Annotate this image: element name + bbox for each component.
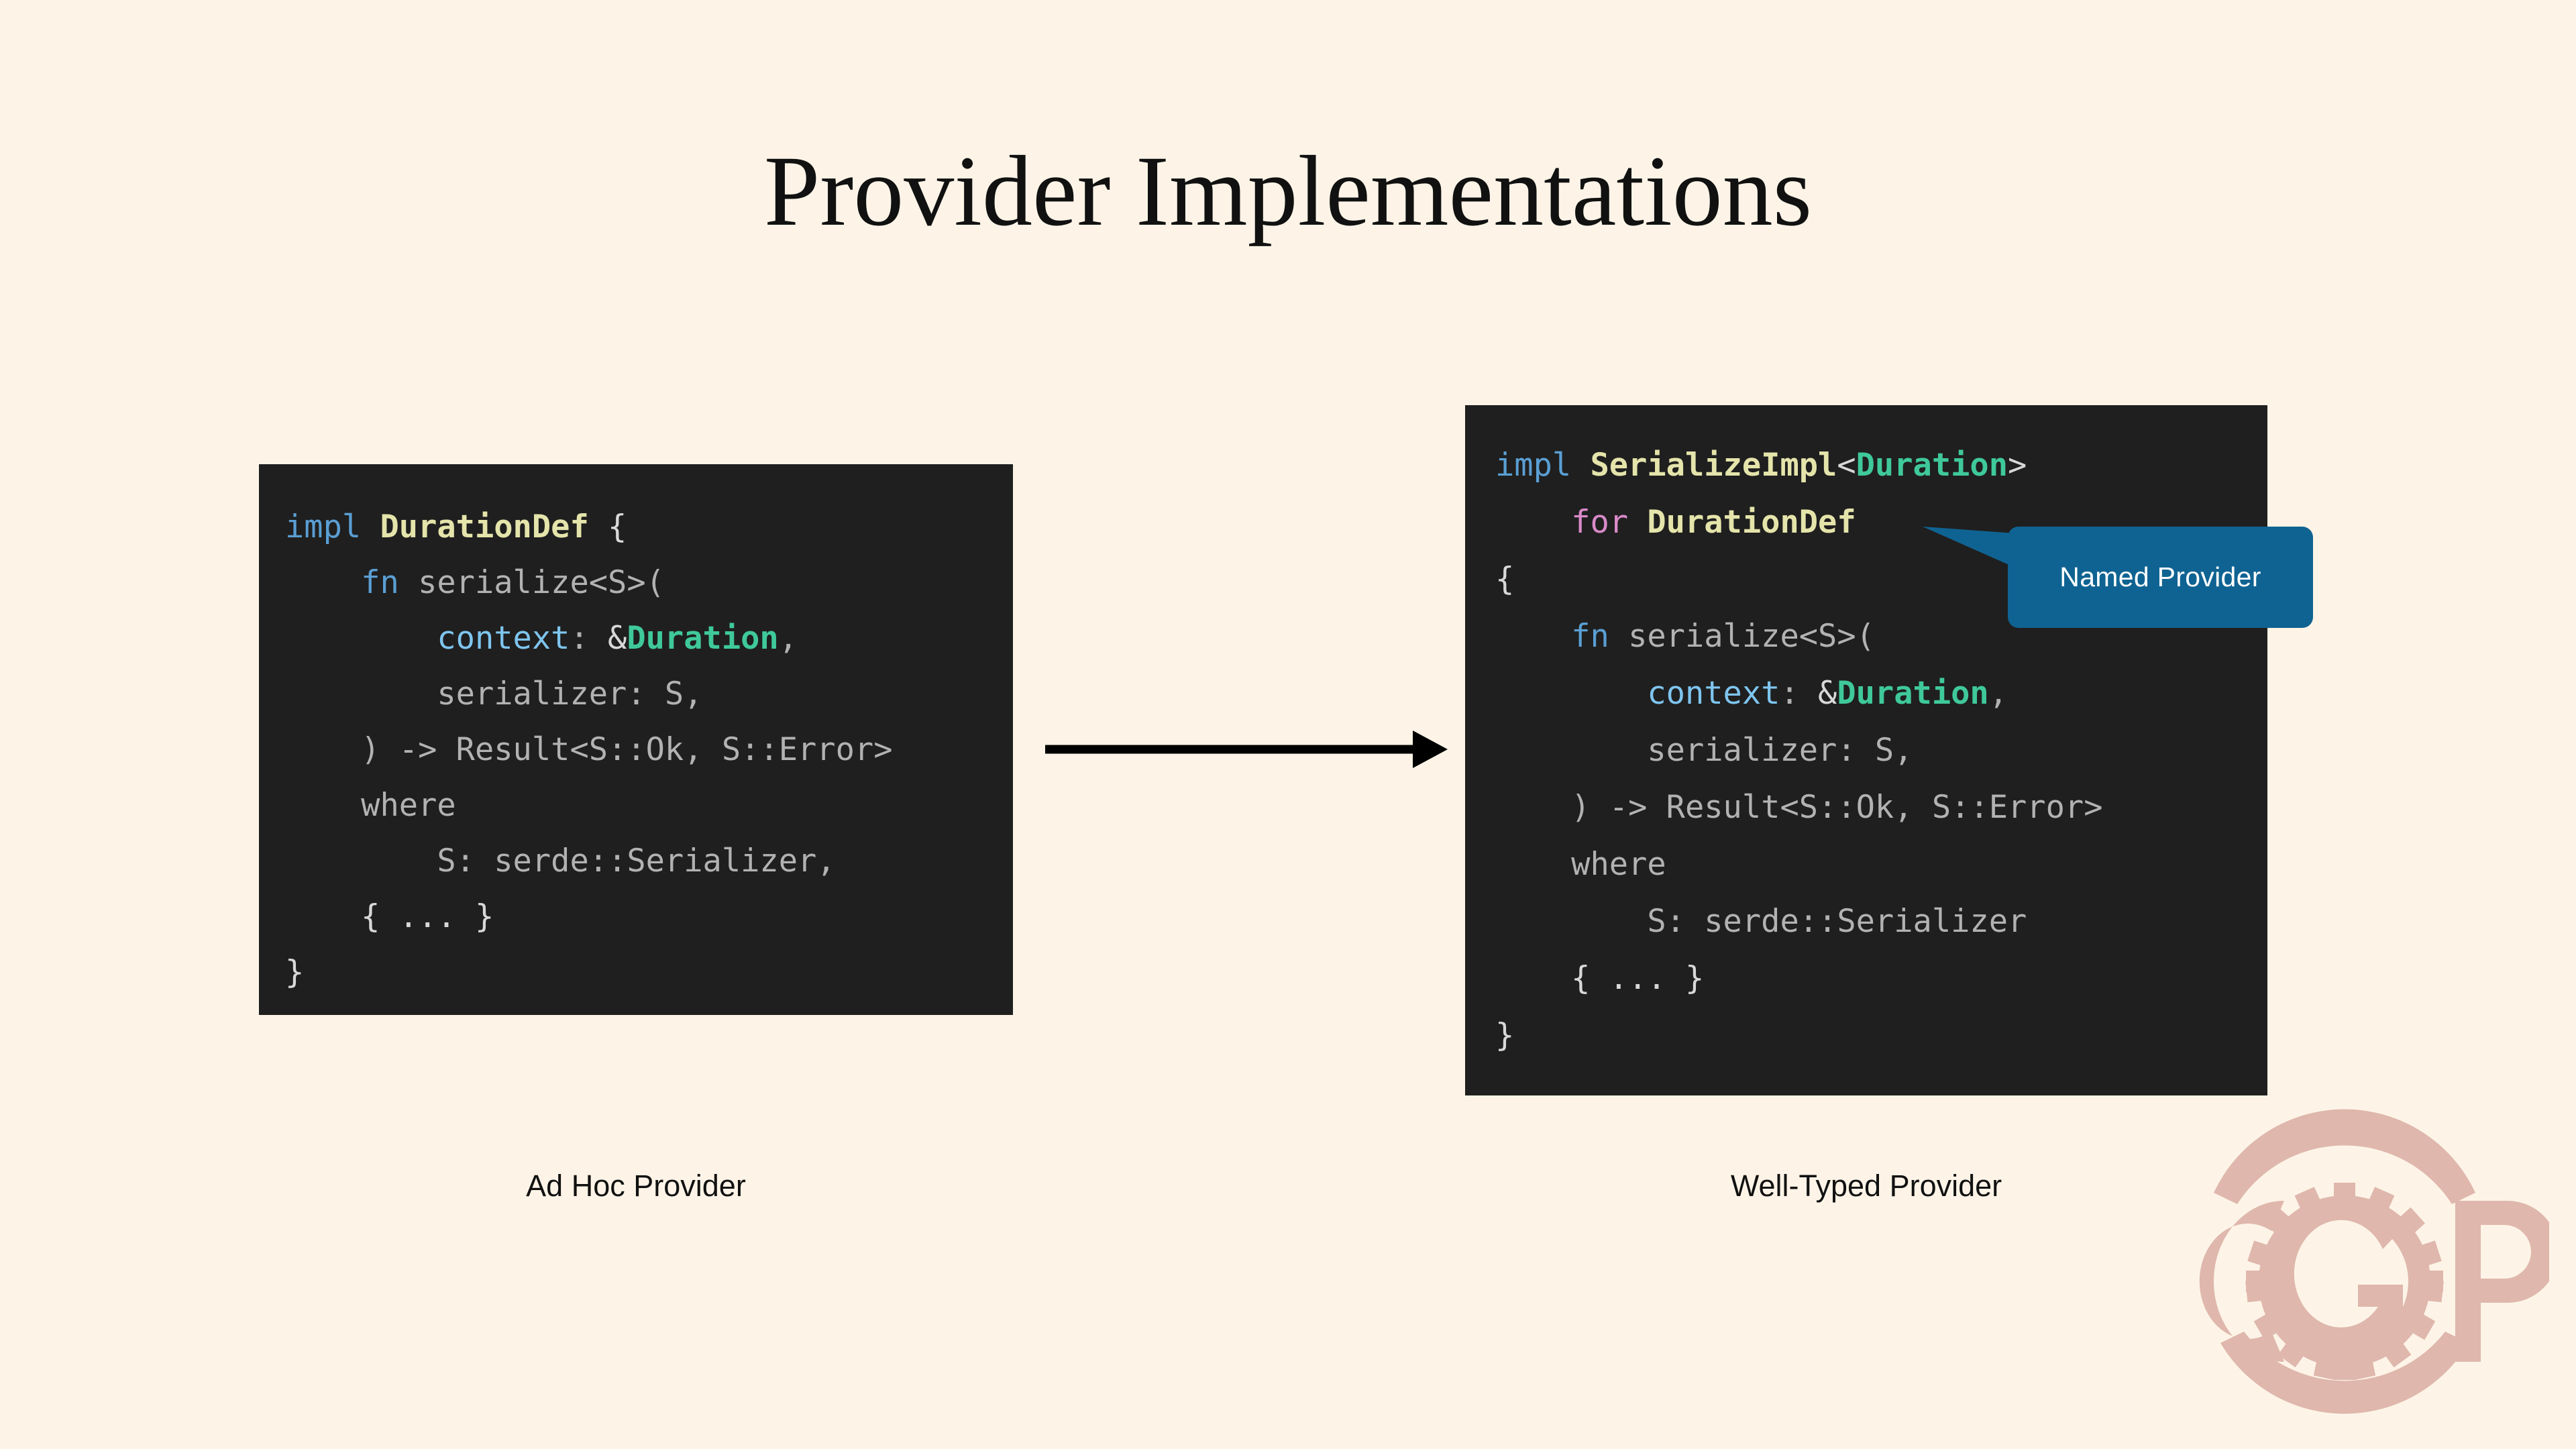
caption-ad-hoc-provider: Ad Hoc Provider xyxy=(526,1169,746,1203)
code-token xyxy=(1495,675,1647,712)
code-token: where xyxy=(1495,846,1666,883)
page-title: Provider Implementations xyxy=(763,136,1813,247)
code-token: fn xyxy=(1571,618,1609,655)
code-token: { xyxy=(588,508,627,545)
code-token: serialize<S>( xyxy=(398,564,665,601)
code-token: S: serde::Serializer, xyxy=(285,843,836,879)
code-token: impl xyxy=(285,508,380,545)
caption-well-typed-provider: Well-Typed Provider xyxy=(1730,1169,2002,1203)
well-typed-code-line: impl SerializeImpl<Duration> xyxy=(1495,437,2102,494)
code-token: , xyxy=(778,620,798,657)
well-typed-code-line: serializer: S, xyxy=(1495,722,2102,779)
code-token: & xyxy=(608,620,627,657)
ad-hoc-code-line: context: &Duration, xyxy=(285,610,892,666)
callout-tail-icon xyxy=(1923,527,2017,568)
code-token: S: serde::Serializer xyxy=(1495,903,2027,940)
cgp-gear-icon xyxy=(2199,1109,2559,1414)
code-panel-ad-hoc: impl DurationDef { fn serialize<S>( cont… xyxy=(259,464,1013,1015)
code-token: serializer: S, xyxy=(1495,732,1913,769)
code-token: & xyxy=(1818,675,1837,712)
code-token: { ... } xyxy=(285,898,494,935)
code-block-ad-hoc: impl DurationDef { fn serialize<S>( cont… xyxy=(285,499,892,1000)
code-token: } xyxy=(1495,1017,1515,1054)
code-token: for xyxy=(1571,504,1629,541)
code-token: < xyxy=(1837,447,1856,484)
code-token xyxy=(1495,504,1571,541)
ad-hoc-code-line: S: serde::Serializer, xyxy=(285,833,892,889)
well-typed-code-line: ) -> Result<S::Ok, S::Error> xyxy=(1495,779,2102,836)
ad-hoc-code-line: ) -> Result<S::Ok, S::Error> xyxy=(285,722,892,777)
code-token: , xyxy=(1988,675,2008,712)
ad-hoc-code-line: } xyxy=(285,945,892,1000)
well-typed-code-line: } xyxy=(1495,1007,2102,1064)
callout-bubble xyxy=(2008,527,2313,628)
arrow-right-icon xyxy=(1045,731,1448,768)
flow-arrow xyxy=(1045,719,1448,780)
code-token: SerializeImpl xyxy=(1590,447,1837,484)
well-typed-code-line: { xyxy=(1495,551,2102,608)
well-typed-code-line: { ... } xyxy=(1495,950,2102,1007)
code-token xyxy=(1628,504,1647,541)
code-token: ) -> Result<S::Ok, S::Error> xyxy=(1495,789,2103,826)
code-token: > xyxy=(2008,447,2027,484)
code-token: impl xyxy=(1495,447,1591,484)
code-token: serializer: S, xyxy=(285,676,703,712)
code-token: : xyxy=(1780,675,1819,712)
code-token xyxy=(285,620,437,657)
code-block-well-typed: impl SerializeImpl<Duration> for Duratio… xyxy=(1495,437,2102,1064)
code-token: DurationDef xyxy=(1647,504,1856,541)
well-typed-code-line: context: &Duration, xyxy=(1495,665,2102,722)
code-token: context xyxy=(437,620,570,657)
ad-hoc-code-line: { ... } xyxy=(285,889,892,945)
code-token: Duration xyxy=(627,620,779,657)
code-token: fn xyxy=(361,564,399,601)
code-token: where xyxy=(285,787,456,824)
code-token: : xyxy=(570,620,608,657)
code-token: Duration xyxy=(1837,675,1989,712)
code-token: { xyxy=(1495,561,1515,598)
cgp-logo-watermark xyxy=(2140,1093,2559,1429)
well-typed-code-line: fn serialize<S>( xyxy=(1495,608,2102,665)
ad-hoc-code-line: where xyxy=(285,777,892,833)
well-typed-code-line: S: serde::Serializer xyxy=(1495,893,2102,950)
code-token: ) -> Result<S::Ok, S::Error> xyxy=(285,731,893,768)
code-token: context xyxy=(1647,675,1780,712)
code-token xyxy=(285,564,361,601)
code-panel-well-typed: impl SerializeImpl<Duration> for Duratio… xyxy=(1465,405,2267,1095)
code-token xyxy=(1495,618,1571,655)
code-token: { ... } xyxy=(1495,960,1705,997)
code-token: Duration xyxy=(1856,447,2008,484)
code-token: serialize<S>( xyxy=(1609,618,1875,655)
well-typed-code-line: for DurationDef xyxy=(1495,494,2102,551)
ad-hoc-code-line: impl DurationDef { xyxy=(285,499,892,555)
callout-label: Named Provider xyxy=(2059,561,2261,592)
callout-named-provider: Named Provider xyxy=(1923,527,2313,628)
code-token: } xyxy=(285,954,305,991)
ad-hoc-code-line: fn serialize<S>( xyxy=(285,555,892,610)
code-token: DurationDef xyxy=(380,508,589,545)
ad-hoc-code-line: serializer: S, xyxy=(285,666,892,722)
well-typed-code-line: where xyxy=(1495,836,2102,893)
